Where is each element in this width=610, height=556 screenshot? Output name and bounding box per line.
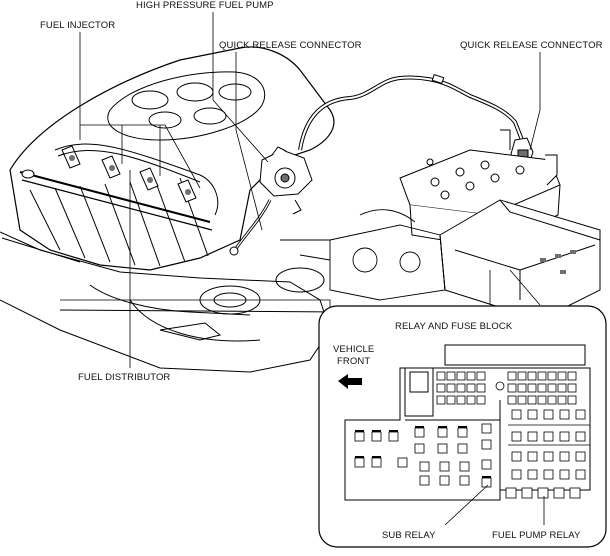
label-relay-and-fuse-block: RELAY AND FUSE BLOCK (395, 321, 513, 332)
leader-lines (79, 12, 541, 368)
fuel-hose (298, 73, 524, 151)
label-quick-release-connector-left: QUICK RELEASE CONNECTOR (219, 40, 362, 51)
vehicle-front-arrow-icon (338, 374, 362, 389)
relay-grid-left (354, 423, 492, 488)
label-vehicle-front-line1: VEHICLE (333, 344, 375, 355)
sub-relay-pointer (444, 484, 489, 526)
label-high-pressure-fuel-pump: HIGH PRESSURE FUEL PUMP (136, 0, 274, 11)
fuel-line-lower (229, 199, 272, 256)
inset-callout (489, 269, 541, 306)
relay-grid-right (505, 409, 586, 499)
label-quick-release-connector-right: QUICK RELEASE CONNECTOR (460, 40, 603, 51)
label-fuel-distributor: FUEL DISTRIBUTOR (78, 372, 171, 383)
fuse-row-top (436, 371, 577, 405)
label-fuel-pump-relay: FUEL PUMP RELAY (492, 530, 581, 541)
inset-panel (318, 305, 607, 548)
label-fuel-injector: FUEL INJECTOR (40, 20, 116, 31)
high-pressure-fuel-pump (259, 146, 313, 215)
relay-pins-left (355, 426, 491, 478)
label-vehicle-front-line2: FRONT (337, 356, 371, 367)
relay-box-in-bay (439, 199, 601, 321)
label-sub-relay: SUB RELAY (382, 530, 436, 541)
engine-assembly (0, 46, 341, 373)
